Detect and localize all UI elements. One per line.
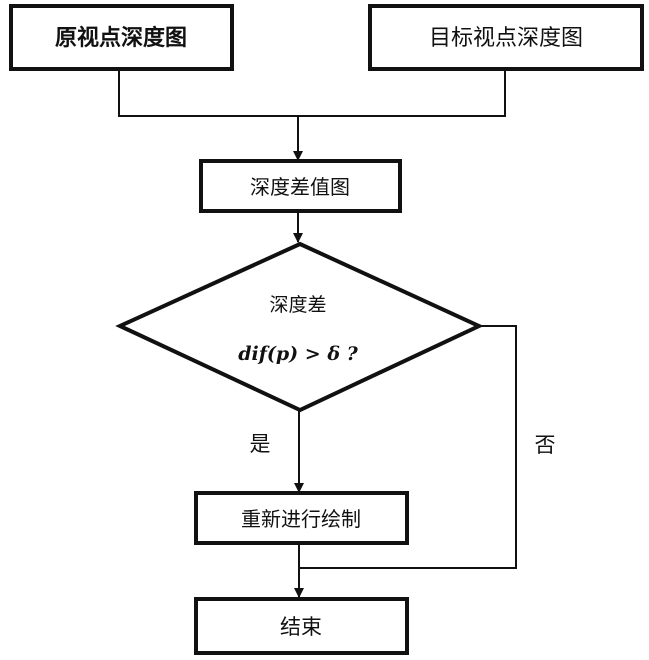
rerender-label: 重新进行绘制	[241, 507, 361, 531]
source-depth-label: 原视点深度图	[55, 25, 187, 51]
decision-label: 深度差	[269, 294, 326, 316]
decision-formula: dif(p) > δ ?	[238, 343, 358, 365]
decision-node: 深度差 dif(p) > δ ?	[120, 244, 479, 410]
depth-diff-node: 深度差值图	[201, 161, 400, 211]
end-node: 结束	[196, 599, 407, 653]
source-depth-node: 原视点深度图	[11, 6, 232, 69]
end-label: 结束	[280, 615, 322, 639]
target-depth-label: 目标视点深度图	[429, 26, 583, 51]
rerender-node: 重新进行绘制	[196, 493, 407, 543]
no-label: 否	[535, 433, 556, 457]
merge-connector	[119, 71, 505, 160]
yes-label: 是	[250, 432, 271, 456]
depth-diff-label: 深度差值图	[250, 175, 350, 199]
target-depth-node: 目标视点深度图	[370, 6, 642, 69]
